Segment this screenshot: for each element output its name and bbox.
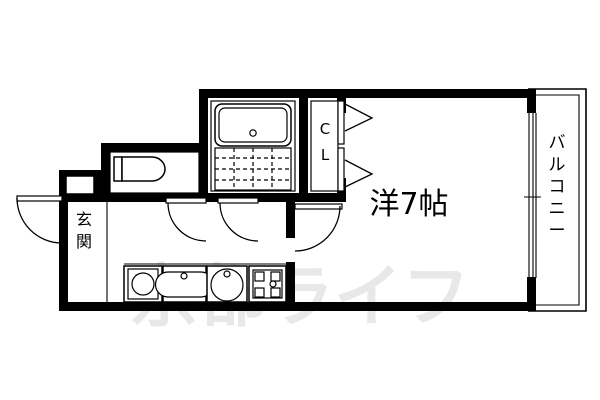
- kitchen-fixtures: [123, 263, 287, 303]
- entrance-door-leaf[interactable]: [16, 195, 63, 202]
- bathroom: [210, 100, 296, 192]
- main-room-label: 洋7帖: [369, 187, 448, 222]
- toilet-room: [109, 151, 200, 194]
- balcony-label-char-0: バ: [549, 133, 566, 153]
- entrance-label-char-0: 玄: [76, 210, 92, 229]
- room-door-leaf[interactable]: [294, 203, 343, 210]
- closet-door-leaf-top[interactable]: [337, 100, 345, 145]
- closet-door-leaf-bottom[interactable]: [337, 147, 345, 192]
- balcony-outline: [528, 88, 587, 312]
- balcony-label-char-2: コ: [549, 177, 566, 197]
- closet: C L: [310, 100, 374, 192]
- bathroom-door-leaf[interactable]: [217, 197, 259, 204]
- bathroom-door-swing-arc: [219, 202, 259, 242]
- balcony-label-char-3: ニ: [549, 199, 566, 219]
- toilet-door-leaf[interactable]: [165, 197, 207, 204]
- shoe-cabinet-icon: [65, 175, 95, 195]
- balcony-label-char-1: ル: [549, 155, 566, 175]
- shower-floor-tiles: [214, 147, 292, 191]
- bathtub-drain-icon: [249, 129, 257, 137]
- closet-label-char-1: L: [321, 146, 330, 164]
- toilet-door-swing-arc: [167, 202, 207, 242]
- entrance-label-char-1: 関: [76, 232, 92, 251]
- balcony-label: バ ル コ ニ ー: [549, 133, 566, 241]
- toilet-icon: [113, 156, 166, 182]
- closet-door-arrow-bottom-icon: [344, 159, 374, 188]
- closet-door-arrow-top-icon: [344, 103, 374, 132]
- closet-label-char-0: C: [320, 120, 330, 138]
- room-door-swing-arc: [294, 205, 341, 252]
- interior-doors: [165, 197, 343, 252]
- entrance-door-swing-arc: [16, 197, 63, 244]
- balcony-label-char-4: ー: [549, 221, 566, 241]
- balcony-sliding-door[interactable]: [524, 113, 541, 278]
- entrance: 玄 関: [16, 175, 108, 307]
